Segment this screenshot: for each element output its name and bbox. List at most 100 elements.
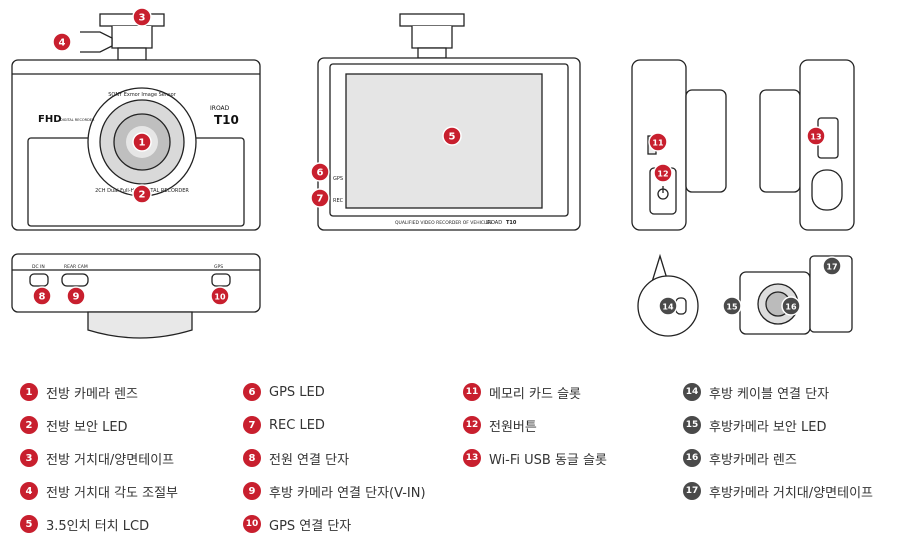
legend-label: 후방카메라 렌즈	[709, 452, 797, 468]
legend-item-16: 16 후방카메라 렌즈	[683, 447, 797, 469]
callout-3: 3	[132, 7, 152, 27]
legend-item-12: 12 전원버튼	[463, 414, 537, 436]
back-view: GPS REC QUALIFIED VIDEO RECORDER OF VEHI…	[317, 13, 581, 231]
rearcam-label: REAR CAM	[64, 264, 88, 270]
callout-badge	[822, 256, 842, 276]
legend-badge: 1	[20, 383, 38, 401]
callout-8: 8	[32, 286, 52, 306]
callout-badge	[653, 163, 673, 183]
side-right-oval	[811, 169, 843, 211]
legend-badge: 16	[683, 449, 701, 467]
legend-label: 전원버튼	[489, 419, 537, 435]
callout-number: 7	[317, 194, 324, 205]
legend-label: GPS 연결 단자	[269, 518, 352, 534]
legend-label: REC LED	[269, 417, 325, 433]
callout-badge	[132, 132, 152, 152]
legend-label: 후방 케이블 연결 단자	[709, 386, 830, 402]
legend-label: 전원 연결 단자	[269, 452, 350, 468]
callout-badge	[32, 286, 52, 306]
callout-16: 16	[781, 296, 801, 316]
legend-badge: 15	[683, 416, 701, 434]
dcin-label: DC IN	[32, 264, 45, 270]
callout-badge	[781, 296, 801, 316]
callout-12: 12	[653, 163, 673, 183]
callout-badge	[310, 188, 330, 208]
legend-item-2: 2 전방 보안 LED	[20, 414, 128, 436]
callout-badge	[132, 7, 152, 27]
legend-badge: 2	[20, 416, 38, 434]
legend-label: GPS LED	[269, 384, 325, 400]
callout-number: 10	[214, 293, 226, 302]
front-brand: IROAD	[210, 105, 230, 112]
fhd-badge: FHD	[38, 114, 62, 125]
back-mount-plate	[399, 13, 465, 27]
callout-5: 5	[442, 126, 462, 146]
callout-9: 9	[66, 286, 86, 306]
legend-label: 전방 보안 LED	[46, 419, 128, 435]
callout-17: 17	[822, 256, 842, 276]
callout-badge	[52, 32, 72, 52]
back-model: T10	[506, 220, 517, 226]
callout-4: 4	[52, 32, 72, 52]
screen-caption: QUALIFIED VIDEO RECORDER OF VEHICLES	[395, 220, 492, 226]
callout-13: 13	[806, 126, 826, 146]
legend-label: 전방 거치대 각도 조절부	[46, 485, 178, 501]
rec-led-label: REC	[333, 198, 344, 204]
back-mount-stem	[417, 47, 447, 59]
front-mount-arm	[111, 26, 153, 49]
bottom-lens-bulge	[87, 311, 193, 339]
callout-number: 15	[726, 303, 738, 312]
back-bezel	[329, 63, 569, 217]
front-model: T10	[214, 113, 239, 127]
gps-led-label: GPS	[333, 176, 343, 182]
legend-badge: 10	[243, 515, 261, 533]
power-port	[29, 273, 49, 287]
callout-badge	[648, 132, 668, 152]
rear-cam-port	[61, 273, 89, 287]
callout-number: 17	[826, 263, 837, 272]
callout-badge	[442, 126, 462, 146]
legend-badge: 12	[463, 416, 481, 434]
legend-badge: 5	[20, 515, 38, 533]
callout-number: 8	[39, 292, 46, 303]
legend-item-8: 8 전원 연결 단자	[243, 447, 349, 469]
fhd-badge-sub: DIGITAL RECORDER	[60, 118, 95, 122]
legend-item-11: 11 메모리 카드 슬롯	[463, 381, 581, 403]
callout-number: 1	[139, 138, 146, 149]
side-view-left	[631, 59, 727, 231]
callout-number: 6	[317, 168, 324, 179]
callout-badge	[132, 184, 152, 204]
callout-number: 4	[59, 38, 66, 49]
legend-label: Wi-Fi USB 동글 슬롯	[489, 452, 607, 468]
front-mount-stem	[117, 47, 147, 61]
rear-cam-mount	[809, 255, 853, 333]
legend-badge: 17	[683, 482, 701, 500]
callout-10: 10	[210, 286, 230, 306]
callout-number: 12	[657, 170, 668, 179]
legend-item-10: 10 GPS 연결 단자	[243, 513, 351, 535]
legend-badge: 4	[20, 482, 38, 500]
callout-number: 2	[139, 190, 146, 201]
back-mount-arm	[411, 26, 453, 49]
legend-badge: 8	[243, 449, 261, 467]
gps-port	[211, 273, 231, 287]
callout-number: 14	[662, 303, 674, 312]
legend-badge: 7	[243, 416, 261, 434]
legend-badge: 11	[463, 383, 481, 401]
rear-camera-views	[637, 253, 853, 337]
callout-7: 7	[310, 188, 330, 208]
callout-badge	[658, 296, 678, 316]
callout-badge	[310, 162, 330, 182]
legend-label: 전방 거치대/양면테이프	[46, 452, 175, 468]
callout-badge	[66, 286, 86, 306]
side-right-lens-housing	[759, 89, 801, 193]
legend-label: 메모리 카드 슬롯	[489, 386, 581, 402]
legend-badge: 9	[243, 482, 261, 500]
sensor-text: SONY Exmor Image Sensor	[108, 92, 177, 98]
